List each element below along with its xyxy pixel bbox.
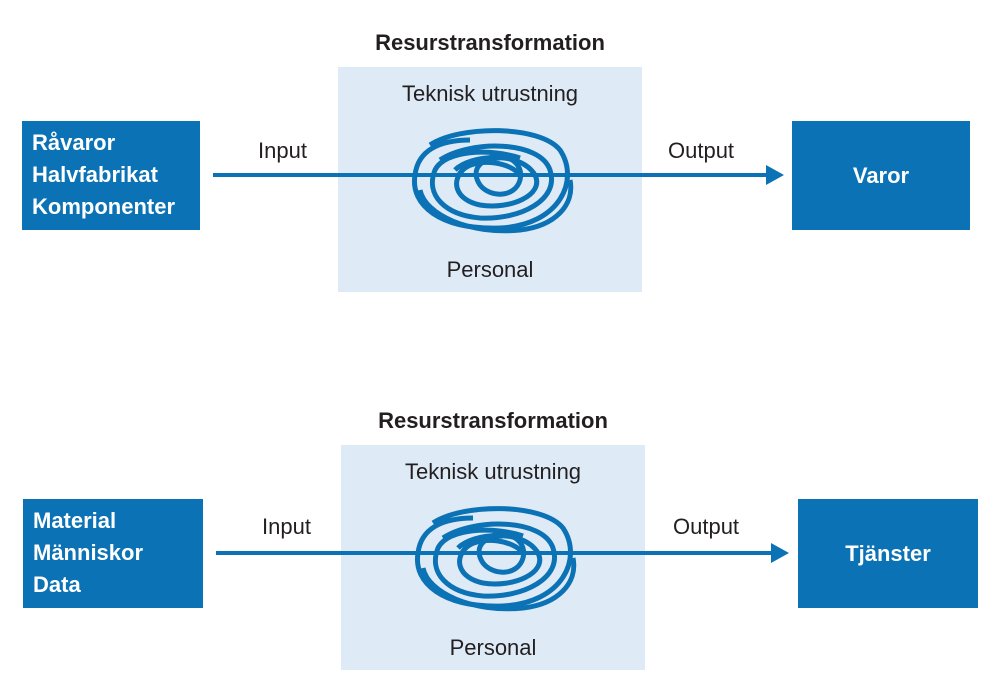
flow-arrow [213,128,784,234]
output-box: Tjänster [798,499,978,608]
arrowhead-icon [771,543,789,563]
input-label: Input [262,514,311,539]
panel-bottom-label: Personal [446,257,534,282]
panel-top-label: Teknisk utrustning [404,459,582,484]
arrowhead-icon [766,165,784,185]
transformation-panel: Teknisk utrustning Personal [341,445,645,670]
scribble-icon [414,506,577,612]
transformation-diagram-goods: Resurstransformation Teknisk utrustning … [0,0,1005,300]
input-item: Material [33,508,117,533]
input-box: Råvaror Halvfabrikat Komponenter [22,121,200,230]
panel-top-label: Teknisk utrustning [401,81,579,106]
diagram-title: Resurstransformation [378,408,608,433]
flow-arrow [216,506,789,612]
input-item: Komponenter [32,194,175,219]
input-label: Input [258,138,307,163]
input-item: Data [33,572,81,597]
input-item: Råvaror [32,130,116,155]
diagram-title: Resurstransformation [375,30,605,55]
input-item: Människor [33,540,144,565]
output-label: Output [673,514,740,539]
scribble-icon [411,128,574,234]
output-box: Varor [792,121,970,230]
output-item: Varor [852,162,910,188]
output-item: Tjänster [845,540,931,566]
output-label: Output [668,138,735,163]
input-box: Material Människor Data [23,499,203,608]
transformation-panel: Teknisk utrustning Personal [338,67,642,292]
transformation-diagram-services: Resurstransformation Teknisk utrustning … [0,378,1005,678]
input-item: Halvfabrikat [32,162,158,187]
panel-bottom-label: Personal [449,635,537,660]
